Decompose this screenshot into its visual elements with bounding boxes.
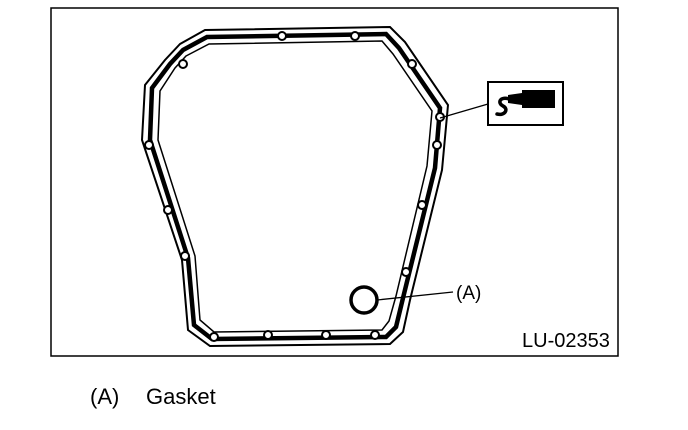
callout-leader-a bbox=[376, 291, 454, 301]
bolt-hole bbox=[263, 330, 273, 340]
liquid-gasket-tube-icon bbox=[487, 81, 564, 126]
bolt-hole bbox=[407, 59, 417, 69]
bolt-hole bbox=[401, 267, 411, 277]
bolt-hole bbox=[209, 332, 219, 342]
pan-inner-edge bbox=[157, 40, 433, 333]
figure-code: LU-02353 bbox=[522, 330, 610, 352]
legend: (A) Gasket bbox=[90, 384, 216, 410]
figure-frame bbox=[50, 7, 619, 357]
bolt-hole bbox=[417, 200, 427, 210]
bolt-hole bbox=[321, 330, 331, 340]
bolt-hole bbox=[178, 59, 188, 69]
bolt-hole bbox=[370, 330, 380, 340]
bolt-hole bbox=[432, 140, 442, 150]
callout-label-a: (A) bbox=[456, 283, 481, 304]
bolt-hole bbox=[277, 31, 287, 41]
gasket-bead bbox=[147, 31, 443, 342]
gasket-ring bbox=[349, 285, 379, 315]
bolt-holes bbox=[144, 31, 445, 342]
pan-outer-edge bbox=[140, 25, 450, 348]
bolt-hole bbox=[144, 140, 154, 150]
bolt-hole bbox=[180, 251, 190, 261]
bolt-hole bbox=[163, 205, 173, 215]
sealant-leader bbox=[439, 103, 489, 119]
legend-text: Gasket bbox=[146, 384, 216, 409]
legend-key: (A) bbox=[90, 384, 120, 409]
bolt-hole bbox=[350, 31, 360, 41]
